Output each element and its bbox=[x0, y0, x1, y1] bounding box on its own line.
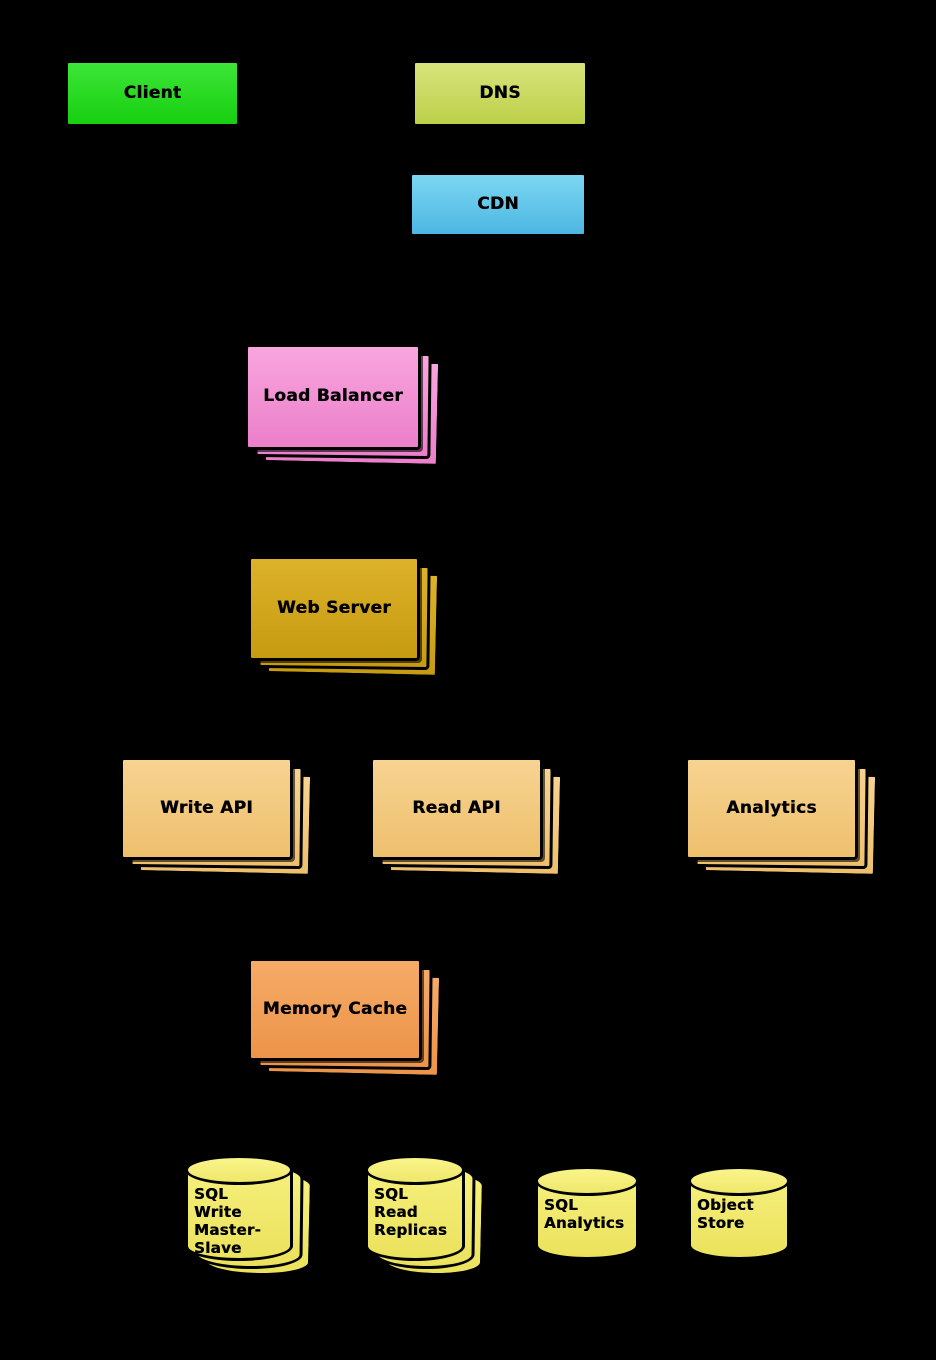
load-balancer-label: Load Balancer bbox=[263, 386, 403, 407]
object-store-label: Object Store bbox=[697, 1196, 754, 1232]
web-server-box: Web Server bbox=[248, 556, 420, 661]
sql-analytics-cylinder: SQL Analytics bbox=[535, 1166, 639, 1260]
node-load-balancer: Load Balancer bbox=[245, 344, 442, 467]
node-memory-cache: Memory Cache bbox=[248, 958, 443, 1078]
node-client: Client bbox=[65, 60, 240, 127]
sql-write-master-slave-label: SQL Write Master- Slave bbox=[194, 1185, 262, 1257]
cylinder-top-ellipse bbox=[365, 1155, 465, 1185]
dns-box: DNS bbox=[412, 60, 588, 127]
node-sql-write-master-slave: SQL Write Master- Slave bbox=[185, 1155, 314, 1278]
node-dns: DNS bbox=[412, 60, 588, 127]
cylinder-top-ellipse bbox=[185, 1155, 293, 1185]
cylinder-top-ellipse bbox=[535, 1166, 639, 1196]
client-label: Client bbox=[123, 82, 182, 103]
read-api-label: Read API bbox=[412, 797, 501, 818]
sql-read-replicas-label: SQL Read Replicas bbox=[374, 1185, 448, 1239]
write-api-label: Write API bbox=[160, 797, 253, 818]
sql-read-replicas-cylinder: SQL Read Replicas bbox=[365, 1155, 465, 1261]
node-write-api: Write API bbox=[120, 757, 314, 877]
node-analytics: Analytics bbox=[685, 757, 879, 877]
analytics-label: Analytics bbox=[726, 797, 817, 818]
sql-analytics-label: SQL Analytics bbox=[544, 1196, 625, 1232]
cdn-box: CDN bbox=[409, 172, 587, 237]
node-object-store: Object Store bbox=[688, 1166, 790, 1260]
read-api-box: Read API bbox=[370, 757, 543, 860]
memory-cache-label: Memory Cache bbox=[262, 998, 408, 1019]
cylinder-top-ellipse bbox=[688, 1166, 790, 1196]
web-server-label: Web Server bbox=[277, 597, 391, 618]
client-box: Client bbox=[65, 60, 240, 127]
node-sql-analytics: SQL Analytics bbox=[535, 1166, 639, 1260]
analytics-box: Analytics bbox=[685, 757, 858, 860]
node-cdn: CDN bbox=[409, 172, 587, 237]
node-web-server: Web Server bbox=[248, 556, 441, 678]
dns-label: DNS bbox=[479, 82, 521, 103]
cdn-label: CDN bbox=[477, 193, 519, 214]
write-api-box: Write API bbox=[120, 757, 293, 860]
memory-cache-box: Memory Cache bbox=[248, 958, 422, 1061]
load-balancer-box: Load Balancer bbox=[245, 344, 421, 450]
sql-write-master-slave-cylinder: SQL Write Master- Slave bbox=[185, 1155, 293, 1261]
object-store-cylinder: Object Store bbox=[688, 1166, 790, 1260]
node-read-api: Read API bbox=[370, 757, 564, 877]
node-sql-read-replicas: SQL Read Replicas bbox=[365, 1155, 486, 1278]
